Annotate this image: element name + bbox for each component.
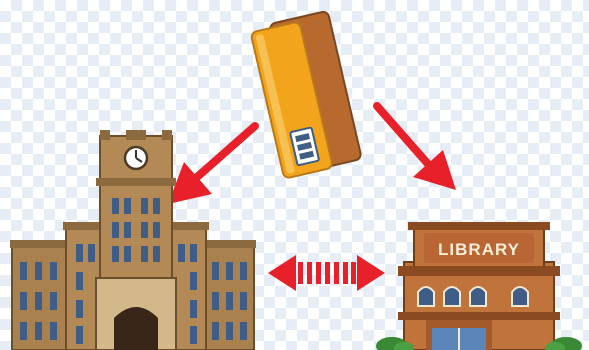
arrow-book-to-library xyxy=(373,102,456,190)
library-building-icon: LIBRARY xyxy=(376,222,582,350)
university-building-icon xyxy=(10,130,256,350)
book-icon xyxy=(250,10,362,179)
arrow-book-to-university xyxy=(168,122,259,204)
library-sign-text: LIBRARY xyxy=(438,240,520,259)
double-arrow-university-library xyxy=(268,255,385,291)
